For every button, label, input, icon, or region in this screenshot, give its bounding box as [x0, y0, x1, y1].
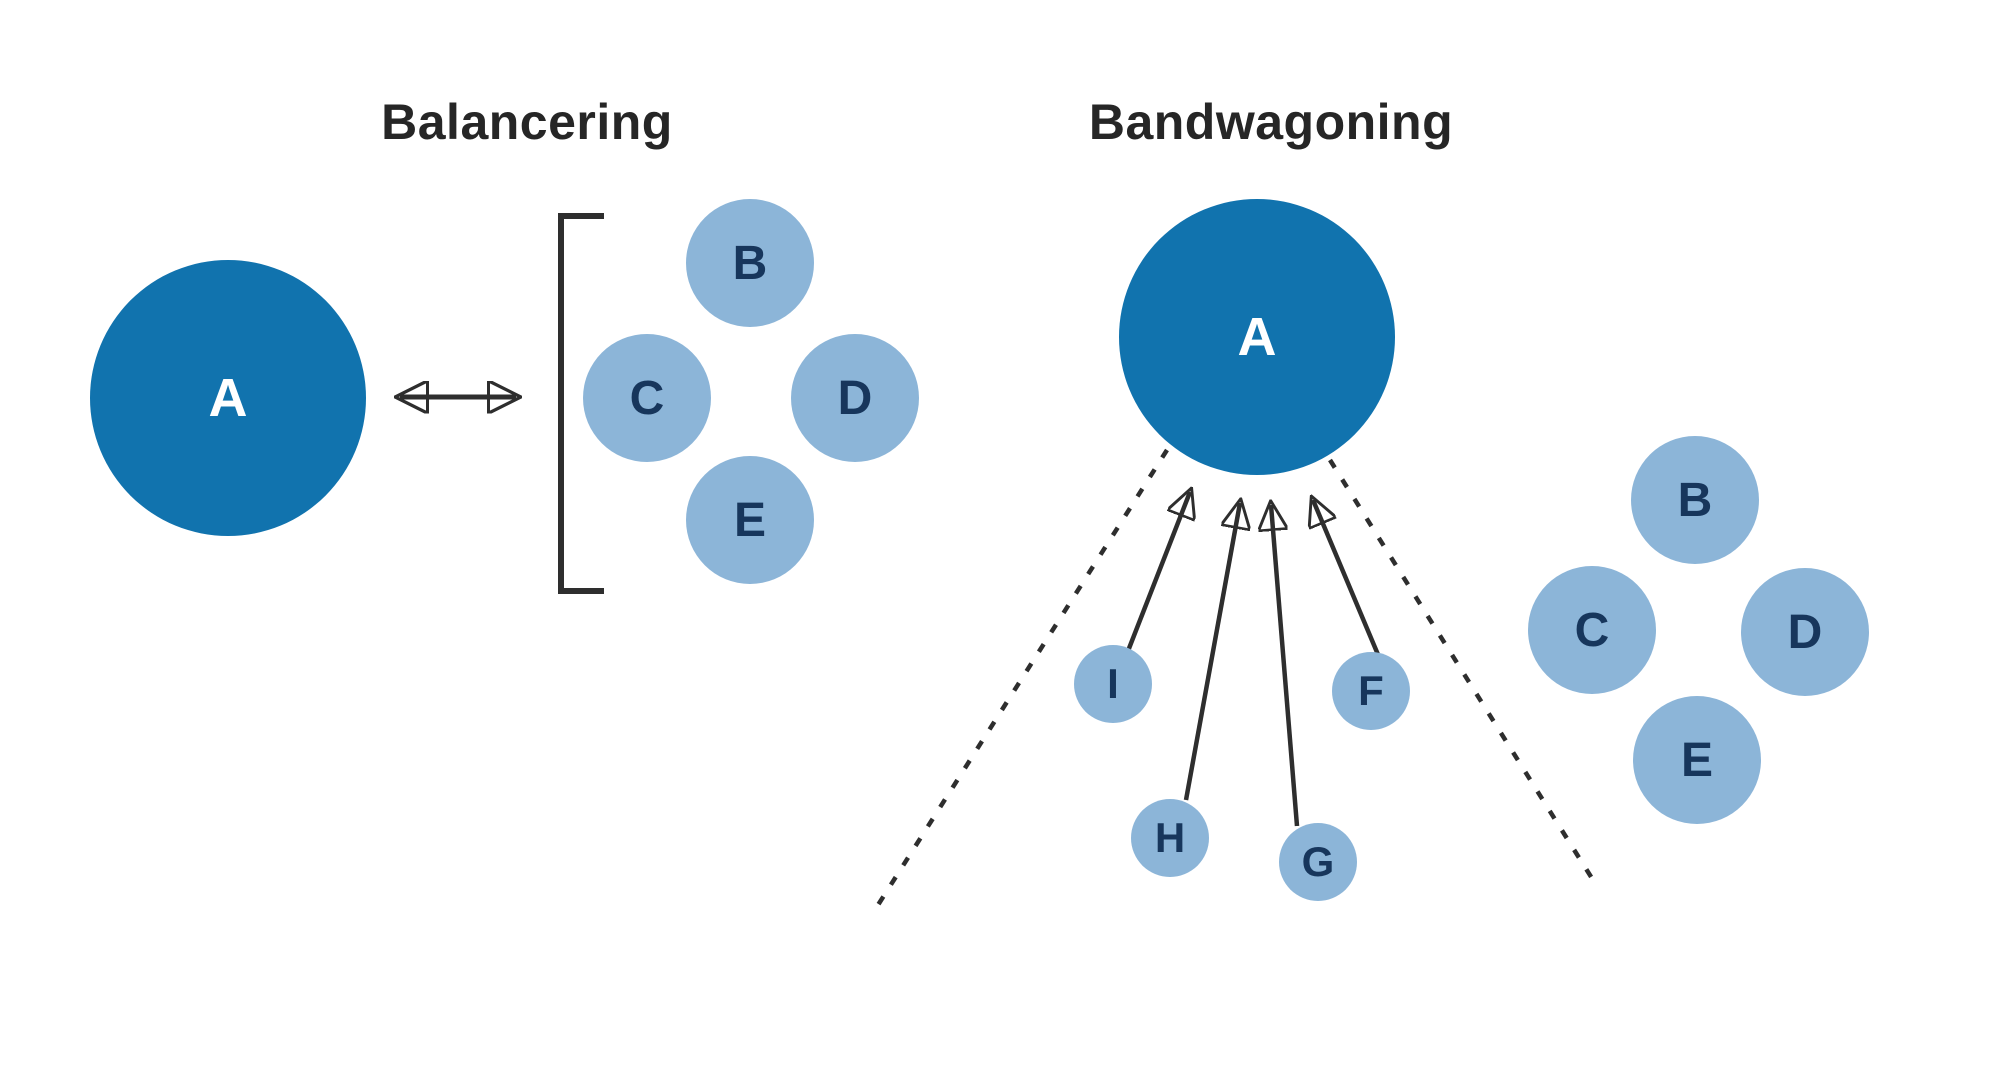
- balancing-state-circle-d: D: [791, 334, 919, 462]
- arrow-g-to-a: [1271, 505, 1300, 827]
- bandwagoning-state-circle-d: D: [1741, 568, 1869, 696]
- bandwagoning-follower-circle-i: I: [1074, 645, 1152, 723]
- balancing-state-circle-c: C: [583, 334, 711, 462]
- arrow-i-to-a: [1125, 492, 1190, 652]
- arrow-f-to-a: [1313, 500, 1382, 658]
- coalition-bracket: [558, 213, 604, 594]
- balancing-title: Balancering: [381, 94, 673, 150]
- bandwagoning-follower-circle-g: G: [1279, 823, 1357, 901]
- arrow-h-to-a: [1183, 503, 1240, 801]
- bandwagoning-follower-circle-h: H: [1131, 799, 1209, 877]
- balancing-hegemon-circle-a: A: [90, 260, 366, 536]
- bandwagoning-state-circle-e: E: [1633, 696, 1761, 824]
- balancing-state-circle-e: E: [686, 456, 814, 584]
- bandwagoning-state-circle-b: B: [1631, 436, 1759, 564]
- bandwagoning-hegemon-circle-a: A: [1119, 199, 1395, 475]
- bandwagoning-title: Bandwagoning: [1088, 94, 1454, 150]
- bandwagoning-state-circle-c: C: [1528, 566, 1656, 694]
- balancing-state-circle-b: B: [686, 199, 814, 327]
- bandwagoning-follower-circle-f: F: [1332, 652, 1410, 730]
